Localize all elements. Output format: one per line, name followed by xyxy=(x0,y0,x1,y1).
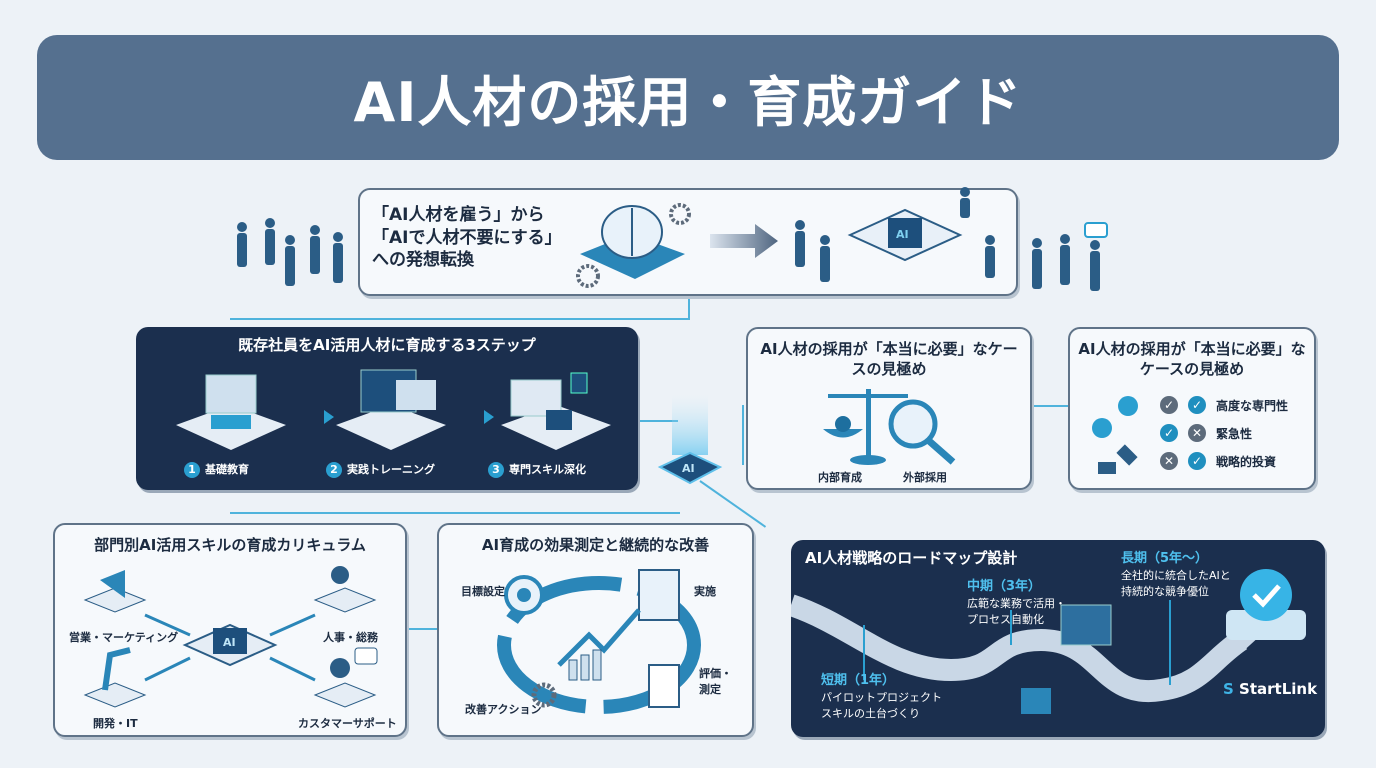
phase-short: 短期（1年）パイロットプロジェクトスキルの土台づくり xyxy=(821,673,942,720)
connector xyxy=(230,318,690,320)
svg-text:AI: AI xyxy=(896,228,909,241)
connector xyxy=(638,420,678,422)
check-icon: ✓ xyxy=(1188,452,1206,470)
ai-hub-chip-icon: AI xyxy=(657,395,723,485)
criteria-row: ✓✓高度な専門性 xyxy=(1160,396,1288,414)
ai-workflow-illustration: AI xyxy=(795,187,995,282)
criteria-title: AI人材の採用が「本当に必要」なケースの見極め xyxy=(1078,340,1306,379)
improvement-cycle-icon xyxy=(497,569,701,714)
step-arrow-icon xyxy=(484,410,494,424)
dept-sales-marketing: 営業・マーケティング xyxy=(69,631,179,644)
dept-hr: 人事・総務 xyxy=(323,631,378,644)
step-arrow-icon xyxy=(324,410,334,424)
cycle-execution: 実施 xyxy=(694,585,716,598)
robot-arm-icon xyxy=(102,647,131,691)
title-banner: AI人材の採用・育成ガイド xyxy=(37,35,1339,160)
svg-text:AI: AI xyxy=(223,636,236,649)
roadmap-title: AI人材戦略のロードマップ設計 xyxy=(805,549,1018,567)
dept-it: 開発・IT xyxy=(93,717,138,730)
curriculum-title: 部門別AI活用スキルの育成カリキュラム xyxy=(94,536,366,554)
brand-logo: S StartLink xyxy=(1223,680,1318,698)
steps-illustrations xyxy=(176,369,611,450)
external-hiring-label: 外部採用 xyxy=(903,471,947,484)
shift-line: 「AIで人材不要にする」 xyxy=(372,227,562,248)
people-illustration-left xyxy=(237,218,343,286)
brain-icon xyxy=(576,203,691,288)
check-icon: ✓ xyxy=(1160,396,1178,414)
cycle-improvement: 改善アクション xyxy=(465,703,542,716)
check-icon: ✓ xyxy=(1188,396,1206,414)
check-icon: ✓ xyxy=(1160,424,1178,442)
shift-line: への発想転換 xyxy=(372,250,474,271)
megaphone-icon xyxy=(100,570,125,598)
cycle-evaluation: 評価・測定 xyxy=(699,667,732,696)
connector xyxy=(407,628,437,630)
check-icon xyxy=(1252,584,1281,608)
cross-icon: ✕ xyxy=(1188,424,1206,442)
criteria-row: ✓✕緊急性 xyxy=(1160,424,1252,442)
computer-training-icon xyxy=(336,369,446,450)
dept-support: カスタマーサポート xyxy=(298,717,397,730)
roadmap-road xyxy=(791,569,1306,714)
shift-line: 「AI人材を雇う」から xyxy=(372,205,545,225)
measure-title: AI育成の効果測定と継続的な改善 xyxy=(481,536,710,554)
steps-title: 既存社員をAI活用人材に育成する3ステップ xyxy=(238,336,536,354)
connector xyxy=(742,405,744,465)
scale-magnifier-icon xyxy=(823,389,956,465)
phase-long: 長期（5年〜）全社的に統合したAIと持続的な競争優位 xyxy=(1121,551,1231,598)
criteria-row: ✕✓戦略的投資 xyxy=(1160,452,1276,470)
person-icon xyxy=(331,566,349,584)
support-agent-icon xyxy=(330,658,350,678)
phase-mid: 中期（3年）広範な業務で活用・プロセス自動化 xyxy=(967,579,1066,626)
ai-chip-expert-icon xyxy=(501,372,611,450)
svg-text:AI: AI xyxy=(682,462,695,475)
connector xyxy=(688,296,690,318)
department-curriculum-card: 部門別AI活用スキルの育成カリキュラム AI 営業・マーケティング 人事・総務 … xyxy=(53,523,407,737)
cycle-goal-setting: 目標設定 xyxy=(461,585,505,598)
cross-icon: ✕ xyxy=(1160,452,1178,470)
roadmap-panel: AI人材戦略のロードマップ設計 短期（1年）パイロットプロジェクトスキルの土台づ… xyxy=(791,540,1325,737)
measurement-cycle-card: AI育成の効果測定と継続的な改善 目標設定 実施 評価・測定 改善アクション xyxy=(437,523,754,737)
page-title: AI人材の採用・育成ガイド xyxy=(353,71,1023,134)
gear-icon xyxy=(531,682,557,708)
hiring-criteria-card: AI人材の採用が「本当に必要」なケースの見極め ✓✓高度な専門性 ✓✕緊急性 ✕… xyxy=(1068,327,1316,490)
connector xyxy=(1032,405,1068,407)
hiring-need-card: AI人材の採用が「本当に必要」なケースの見極め 内部育成 外部採用 xyxy=(746,327,1032,490)
internal-training-label: 内部育成 xyxy=(818,471,862,484)
people-illustration-right xyxy=(1032,222,1108,291)
mindset-shift-card: 「AI人材を雇う」から 「AIで人材不要にする」 への発想転換 AI xyxy=(358,187,1018,296)
need-case-title: AI人材の採用が「本当に必要」なケースの見極め xyxy=(760,340,1018,379)
connector xyxy=(230,512,680,514)
people-network-icon xyxy=(1092,396,1138,474)
laptop-book-icon xyxy=(176,374,286,450)
curriculum-diagram: AI xyxy=(83,566,378,708)
arrow-right-icon xyxy=(710,224,778,258)
